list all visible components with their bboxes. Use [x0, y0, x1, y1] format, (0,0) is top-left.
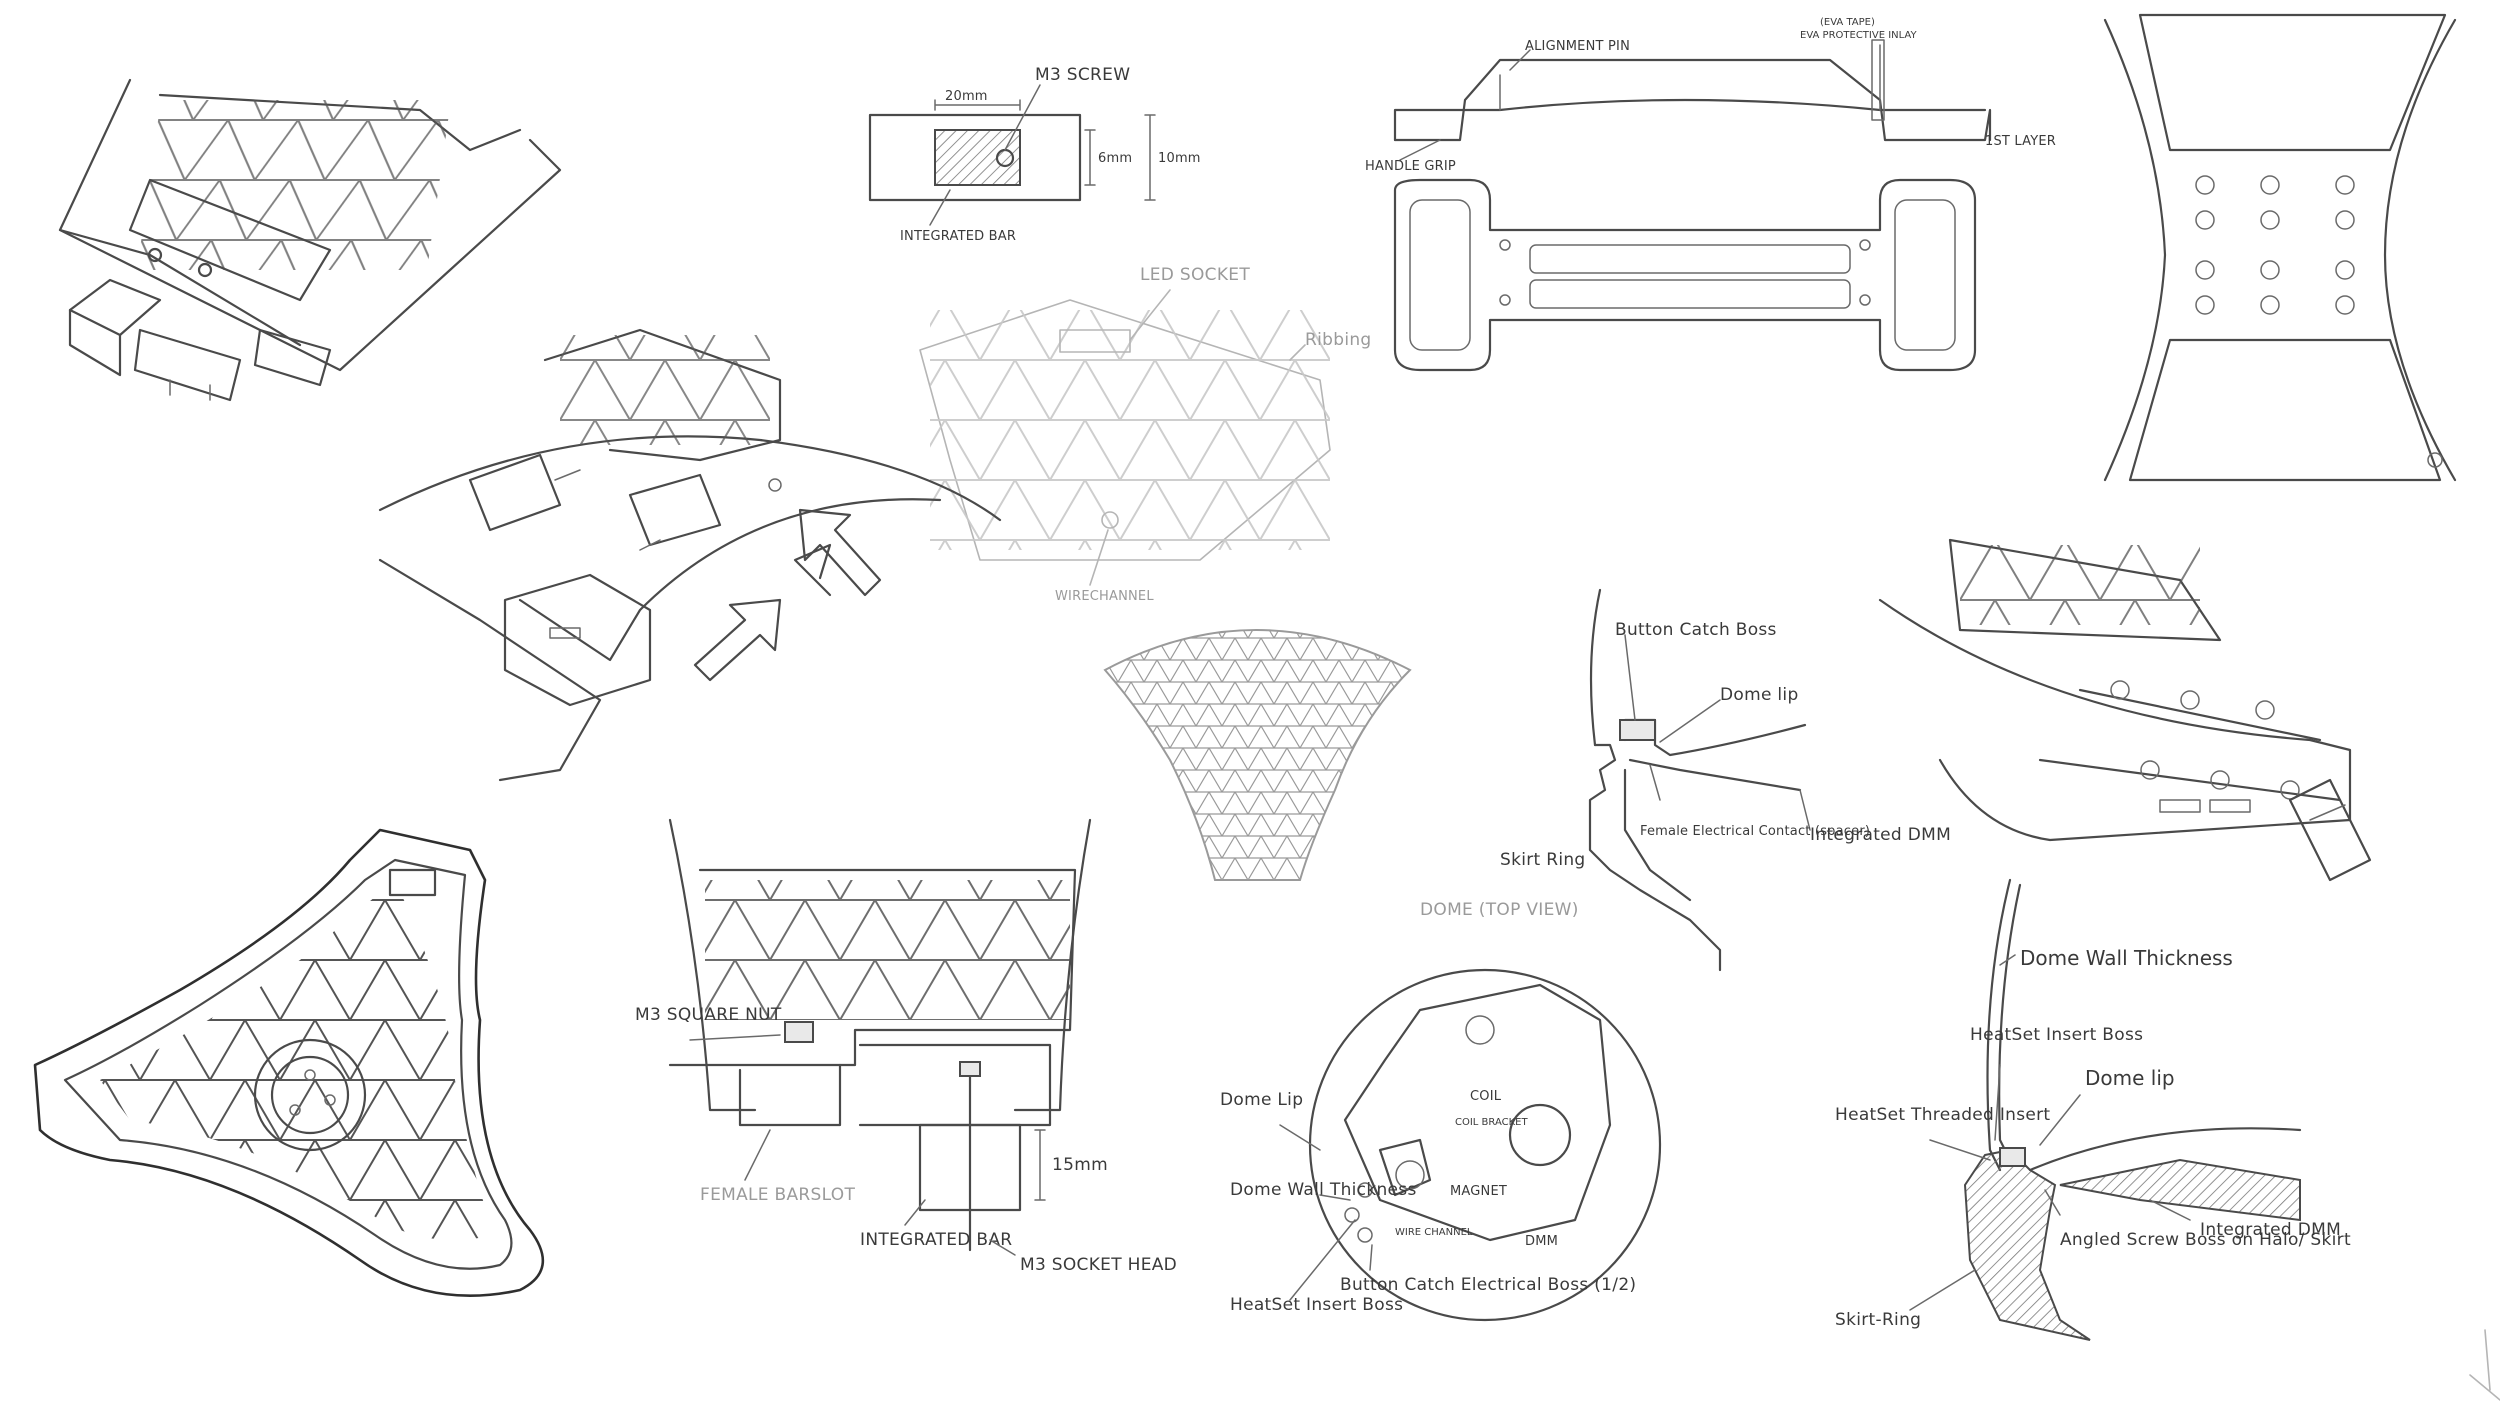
sketch-led-ribbing-faint: LED SOCKET Ribbing WIRECHANNEL — [919, 265, 1372, 604]
sketch-bar-slot-section: 15mm M3 SQUARE NUT FEMALE BARSLOT INTEGR… — [635, 818, 1177, 1275]
sketch-arm-top-right — [2103, 13, 2457, 482]
hollow-arrow-icon-b — [693, 598, 782, 682]
alignment-pin-label: ALIGNMENT PIN — [1525, 39, 1630, 54]
female-bar-slot-label: FEMALE BARSLOT — [700, 1185, 855, 1205]
female-contact-label: Female Electrical Contact (spacer) — [1640, 824, 1870, 839]
led-socket-label: LED SOCKET — [1140, 265, 1250, 285]
coil-bracket-label: COIL BRACKET — [1455, 1117, 1528, 1128]
dim-20mm-label: 20mm — [945, 89, 988, 104]
first-layer-label: 1ST LAYER — [1985, 134, 2056, 149]
dome-top-view-label: DOME (TOP VIEW) — [1420, 900, 1579, 920]
heatset-insert-boss-left-label: HeatSet Insert Boss — [1230, 1295, 1403, 1315]
sketch-dome-wall-section: Dome Wall Thickness HeatSet Insert Boss … — [1835, 878, 2500, 1401]
integrated-dmm-right-label: Integrated DMM — [2200, 1220, 2341, 1240]
heatset-threaded-insert-label: HeatSet Threaded Insert — [1835, 1105, 2050, 1125]
dim-6mm-label: 6mm — [1098, 151, 1132, 166]
wire-channel-small-label: WIRE CHANNEL — [1395, 1227, 1473, 1238]
sketch-three-arm-base — [33, 828, 545, 1298]
sketch-button-catch-section: Button Catch Boss Dome lip Integrated DM… — [1500, 588, 1951, 972]
integrated-bar-top-label: INTEGRATED BAR — [900, 229, 1016, 244]
dome-wall-thickness-right-label: Dome Wall Thickness — [2020, 946, 2233, 970]
m3-screw-label: M3 SCREW — [1035, 65, 1130, 85]
angled-screw-boss-label: Angled Screw Boss on Halo/ Skirt — [2060, 1230, 2351, 1250]
sketch-assembly-ring — [378, 328, 1002, 782]
sketch-dome-top-view: DOME (TOP VIEW) COIL COIL BRACKET MAGNET… — [1220, 900, 1662, 1322]
heatset-insert-boss-right-label: HeatSet Insert Boss — [1970, 1025, 2143, 1045]
skirt-ring-right-label: Skirt-Ring — [1835, 1310, 1921, 1330]
m3-square-nut-label: M3 SQUARE NUT — [635, 1005, 782, 1025]
ribbing-label: Ribbing — [1305, 330, 1372, 350]
handle-grip-label: HANDLE GRIP — [1365, 159, 1456, 174]
arm-holes-group — [2195, 175, 2355, 315]
sketch-integrated-bar-section: 20mm M3 SCREW 6mm 10mm INTEGRATED BAR — [868, 65, 1201, 244]
coil-label: COIL — [1470, 1089, 1502, 1104]
dmm-label: DMM — [1525, 1234, 1558, 1249]
skirt-ring-mid-label: Skirt Ring — [1500, 850, 1586, 870]
integrated-bar-bottom-label: INTEGRATED BAR — [860, 1230, 1012, 1250]
dome-lip-left-label: Dome Lip — [1220, 1090, 1303, 1110]
integrated-dmm-mid-label: Integrated DMM — [1810, 825, 1951, 845]
sketch-iso-connector-right — [1878, 538, 2372, 882]
dome-wall-thickness-left-label: Dome Wall Thickness — [1230, 1180, 1417, 1200]
hollow-arrow-icon-upper — [793, 543, 832, 597]
wire-channel-top-label: WIRECHANNEL — [1055, 589, 1154, 604]
sketch-iso-connector-top-left — [58, 78, 562, 402]
dome-lip-right-label: Dome lip — [2085, 1066, 2175, 1090]
m3-socket-head-label: M3 SOCKET HEAD — [1020, 1255, 1177, 1275]
magnet-label: MAGNET — [1450, 1184, 1507, 1199]
button-catch-electrical-label: Button Catch Electrical Boss (1/2) — [1340, 1275, 1636, 1295]
sketch-handle-grip: ALIGNMENT PIN (EVA TAPE) EVA PROTECTIVE … — [1365, 17, 2056, 372]
button-catch-boss-label: Button Catch Boss — [1615, 620, 1777, 640]
sketch-dome-lattice-center — [1103, 629, 1412, 881]
dim-10mm-label: 10mm — [1158, 151, 1201, 166]
hollow-arrow-icon-a — [798, 508, 882, 597]
eva-tape-label: (EVA TAPE) — [1820, 17, 1875, 28]
dome-lip-mid-label: Dome lip — [1720, 685, 1799, 705]
dim-15mm-label: 15mm — [1052, 1155, 1108, 1175]
eva-protective-inlay-label: EVA PROTECTIVE INLAY — [1800, 30, 1917, 41]
